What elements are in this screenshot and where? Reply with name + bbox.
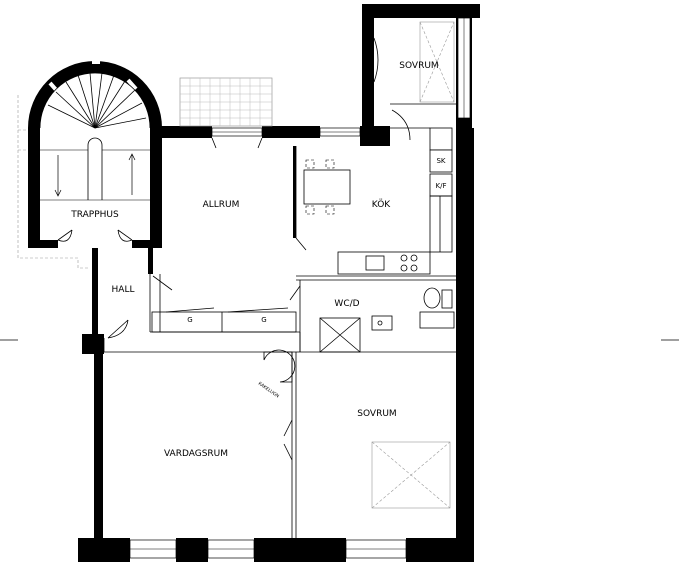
balcony <box>179 77 273 149</box>
room-label-allrum: ALLRUM <box>203 200 240 210</box>
label-kf: K/F <box>436 182 447 190</box>
room-label-hall: HALL <box>112 285 135 295</box>
label-kakelugn: KAKELUGN <box>257 381 280 400</box>
room-label-sovrum-top: SOVRUM <box>399 61 438 71</box>
room-label-vardagsrum: VARDAGSRUM <box>164 449 228 459</box>
interior-partitions <box>103 21 456 538</box>
label-sk: SK <box>436 157 445 165</box>
room-label-kok: KÖK <box>372 199 391 210</box>
stairwell <box>17 60 162 269</box>
walls <box>78 4 480 562</box>
label-g-right: G <box>261 316 266 324</box>
room-label-sovrum-bottom: SOVRUM <box>357 409 396 419</box>
label-g-left: G <box>187 316 192 324</box>
windows <box>129 17 471 559</box>
room-label-wcd: WC/D <box>334 299 359 309</box>
room-label-trapphus: TRAPPHUS <box>70 210 119 220</box>
